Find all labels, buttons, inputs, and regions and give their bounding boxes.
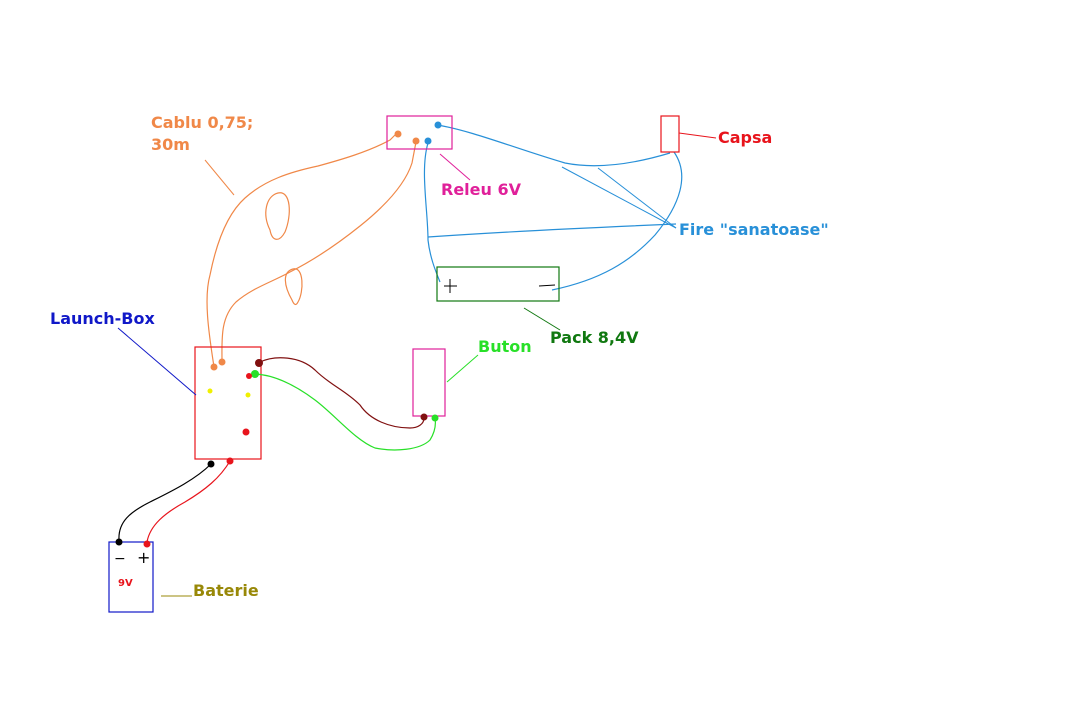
green-wire [254,373,436,451]
black-wire [118,463,212,541]
blue-wire-capsa-to-pack [551,151,683,291]
red-wire [146,460,231,543]
orange-cable-loop-1 [265,192,290,240]
releu-label: Releu 6V [441,180,522,199]
blue-wire-relay-to-capsa [436,124,671,167]
blue-wire-horizontal [427,223,677,238]
battery-terminal-red [143,540,151,548]
fire-label: Fire "sanatoase" [679,220,829,239]
pack-box [436,266,560,302]
cablu-label-line1: Cablu 0,75; [151,113,253,132]
releu-leader [439,153,471,181]
battery-plus-symbol: + [137,548,150,567]
launch-box-leader [117,327,197,396]
relay-terminal-blue-2 [424,137,432,145]
buton-label: Buton [478,337,532,356]
baterie-label: Baterie [193,581,259,600]
launch-terminal-red-1 [242,428,250,436]
battery-box [108,541,154,613]
cablu-label-line2: 30m [151,135,190,154]
orange-cable-loop-2 [284,268,303,306]
launch-box [194,346,262,460]
buton-leader [446,354,479,383]
launch-terminal-yellow-2 [245,392,251,398]
launch-terminal-brown [255,359,263,367]
pack-minus-symbol [538,284,556,287]
launch-terminal-orange-1 [210,363,218,371]
capsa-label: Capsa [718,128,772,147]
pack-plus-symbol [444,279,457,293]
orange-cable-left [206,133,397,368]
battery-volt-label: 9V [118,578,133,589]
battery-terminal-black [115,538,123,546]
capsa-box [660,115,680,153]
launch-terminal-red-2 [246,373,252,379]
fire-leader-1 [597,167,677,229]
relay-box [386,115,453,150]
blue-wire-relay-down [423,142,441,283]
buton-box [412,348,446,417]
relay-terminal-orange-2 [412,137,420,145]
capsa-leader [678,132,717,139]
buton-terminal-brown [420,413,428,421]
launch-terminal-orange-2 [218,358,226,366]
pack-leader [523,307,561,331]
launch-terminal-yellow-1 [207,388,213,394]
fire-leader-2 [561,166,677,229]
launch-box-label: Launch-Box [50,309,155,328]
battery-minus-symbol: − [114,551,126,567]
relay-terminal-blue-1 [434,121,442,129]
brown-wire [259,357,425,429]
cablu-leader [204,159,235,196]
relay-terminal-orange-1 [394,130,402,138]
orange-cable-right [221,141,417,363]
pack-label: Pack 8,4V [550,328,639,347]
